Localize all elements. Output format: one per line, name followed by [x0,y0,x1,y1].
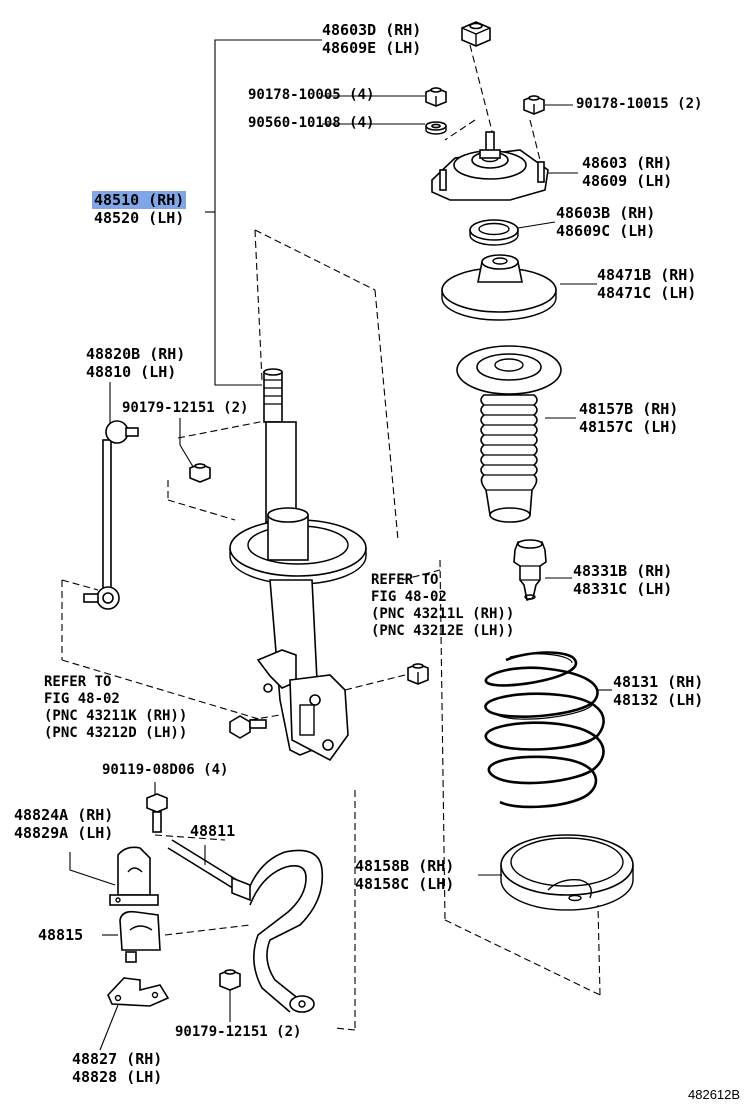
refer-left-line-1: REFER TO [44,674,112,690]
label-link-rh: 48820B (RH) [86,345,186,363]
washer-10108-part [425,121,447,135]
refer-right-line-1: REFER TO [371,572,439,588]
leader-lines [69,39,612,1051]
label-washer-10108: 90560-10108 (4) [248,115,375,131]
label-support-lh: 48609 (LH) [582,172,673,190]
label-bearing-rh: 48603B (RH) [556,204,656,222]
label-bushing-rh: 48824A (RH) [14,806,114,824]
bearing-part [469,219,519,246]
label-boot-lh: 48157C (LH) [579,418,679,436]
label-bushing: 48824A (RH)48829A (LH) [14,806,113,842]
top-nut-part [461,21,491,47]
refer-left-line-3: (PNC 43211K (RH)) [44,708,188,724]
bump-stopper-part [513,539,547,602]
stabilizer-bushing-part [109,846,159,906]
label-bearing: 48603B (RH)48609C (LH) [556,204,655,240]
bushing-clamp-part [119,910,161,963]
label-top-nut: 48603D (RH)48609E (LH) [322,21,421,57]
label-lower-insulator-rh: 48158B (RH) [355,857,455,875]
label-bushing-lh: 48829A (LH) [14,824,114,842]
label-top-nut-rh: 48603D (RH) [322,21,422,39]
knuckle-nut-part [407,663,429,685]
label-clamp: 48815 [38,926,84,944]
refer-left-line-4: (PNC 43212D (LH)) [44,725,188,741]
strut-support-part [431,131,549,201]
label-link: 48820B (RH)48810 (LH) [86,345,185,381]
label-link-nut: 90179-12151 (2) [122,400,249,416]
label-bolt: 90119-08D06 (4) [102,762,229,778]
label-link-lh: 48810 (LH) [86,363,177,381]
refer-right-line-2: FIG 48-02 [371,589,447,605]
label-strut-rh-highlighted: 48510 (RH) [92,191,187,209]
label-lower-insulator: 48158B (RH)48158C (LH) [355,857,454,893]
coil-spring-part [484,651,605,809]
bracket-bolt-part [146,793,168,833]
label-bar-nut: 90179-12151 (2) [175,1024,302,1040]
dust-boot-part [456,345,562,523]
label-bracket-rh: 48827 (RH) [72,1050,163,1068]
label-lower-insulator-lh: 48158C (LH) [355,875,455,893]
alignment-dashed-lines [61,44,601,1031]
label-boot-rh: 48157B (RH) [579,400,679,418]
label-bumper: 48331B (RH)48331C (LH) [573,562,672,598]
label-top-nut-lh: 48609E (LH) [322,39,422,57]
bushing-bracket-part [107,977,170,1007]
label-nut-10005: 90178-10005 (4) [248,87,375,103]
refer-right-line-4: (PNC 43212E (LH)) [371,623,515,639]
bar-nut-part [219,969,241,991]
refer-left-line-2: FIG 48-02 [44,691,120,707]
stabilizer-link-part [83,420,139,610]
stabilizer-bar-part [167,839,324,1013]
label-strut: 48510 (RH)48520 (LH) [92,191,187,227]
label-upper-seat-rh: 48471B (RH) [597,266,697,284]
label-bumper-lh: 48331C (LH) [573,580,673,598]
label-support-rh: 48603 (RH) [582,154,673,172]
upper-spring-seat-part [441,254,557,321]
label-nut-10015: 90178-10015 (2) [576,96,703,112]
lower-spring-insulator-part [500,834,634,911]
nut-10015-part [523,95,545,115]
nut-10005-part [425,87,447,107]
refer-right-line-3: (PNC 43211L (RH)) [371,606,515,622]
figure-id: 482612B [688,1087,741,1102]
label-support: 48603 (RH)48609 (LH) [582,154,672,190]
label-bumper-rh: 48331B (RH) [573,562,673,580]
shock-absorber-strut-part [229,368,367,762]
label-bearing-lh: 48609C (LH) [556,222,656,240]
label-boot: 48157B (RH)48157C (LH) [579,400,678,436]
label-bracket-lh: 48828 (LH) [72,1068,163,1086]
link-nut-part [189,463,211,483]
label-stabilizer-bar: 48811 [190,822,236,840]
label-spring-rh: 48131 (RH) [613,673,704,691]
strut-bolt-part [229,715,267,739]
label-bracket: 48827 (RH)48828 (LH) [72,1050,162,1086]
label-spring: 48131 (RH)48132 (LH) [613,673,703,709]
label-upper-seat: 48471B (RH)48471C (LH) [597,266,696,302]
label-strut-lh: 48520 (LH) [94,209,185,227]
label-spring-lh: 48132 (LH) [613,691,704,709]
label-upper-seat-lh: 48471C (LH) [597,284,697,302]
